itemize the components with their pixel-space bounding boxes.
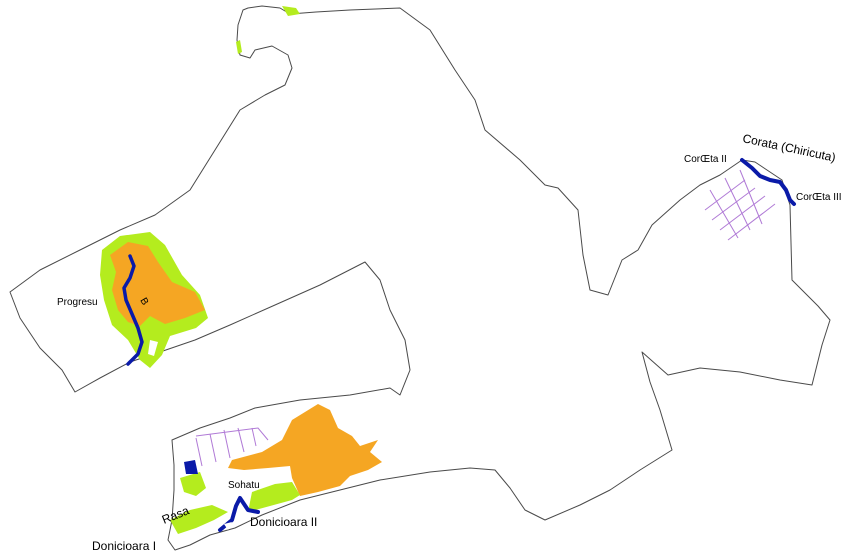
label-donicioara-2: Donicioara II (250, 515, 317, 529)
river-corata (740, 158, 796, 206)
canal-network-sohatu (195, 427, 269, 467)
green-area-donicioara (170, 505, 228, 534)
green-area-top (282, 6, 300, 16)
label-sohatu: Sohatu (228, 480, 260, 491)
river-progresu (122, 254, 144, 366)
water-body-sohatu (184, 460, 198, 474)
label-river-b: B (137, 296, 150, 308)
green-area-sohatu-east (248, 482, 300, 512)
green-area-sohatu-west (180, 472, 206, 496)
territory-boundary (9, 5, 831, 551)
label-coroeta-2: CorŒta II (684, 154, 727, 165)
canal-network-corata (704, 169, 776, 241)
river-donicioara-2 (218, 496, 260, 532)
label-coroeta-3: CorŒta III (796, 192, 842, 203)
label-donicioara-1: Donicioara I (92, 539, 156, 553)
label-corata-chiricuta: Corata (Chiricuta) (741, 131, 837, 164)
white-gap-donicioara (224, 522, 232, 530)
white-gap-progresu (148, 340, 158, 356)
label-progresu: Progresu (57, 297, 98, 308)
built-up-area-sohatu (228, 404, 382, 496)
green-area-left-tip (236, 40, 242, 54)
